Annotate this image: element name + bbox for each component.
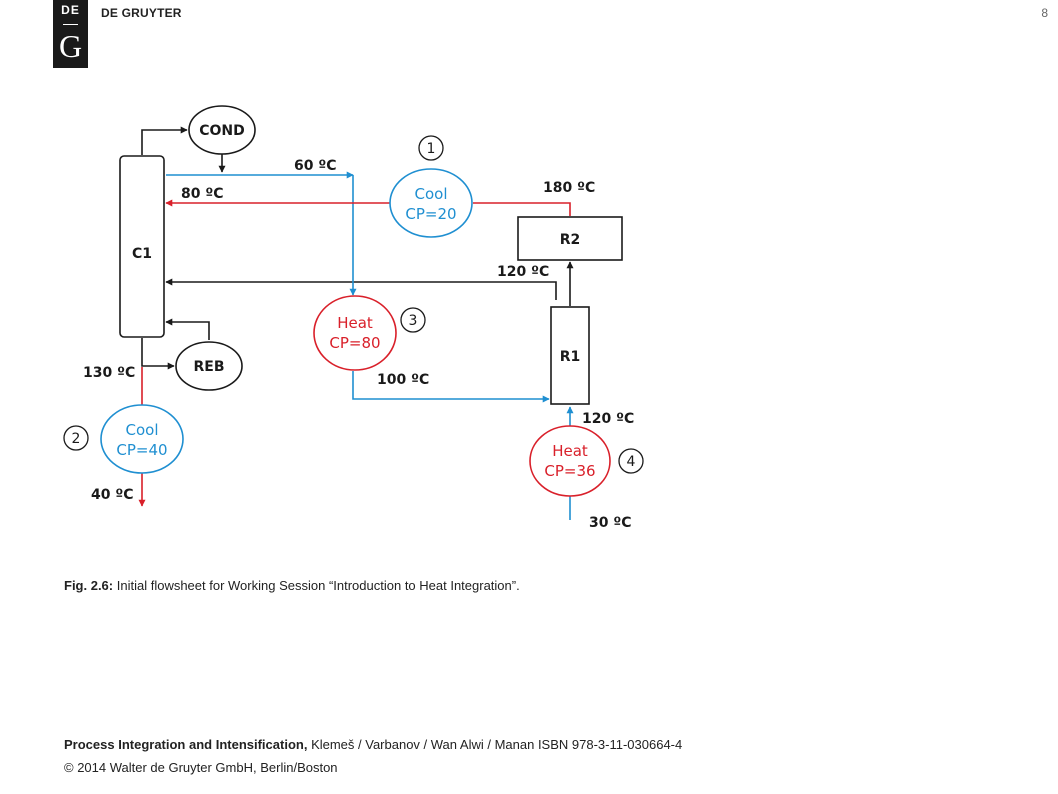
badge-2-text: 2 (72, 431, 81, 447)
reactor-r2-label: R2 (560, 232, 581, 248)
badge-1-text: 1 (427, 141, 436, 157)
cooler-1 (389, 168, 473, 238)
column-c1 (119, 155, 165, 338)
logo-rule (63, 24, 78, 25)
r2-to-cool1-180c (473, 202, 571, 216)
temp-180c: 180 ºC (543, 180, 595, 196)
heater-4 (529, 425, 611, 497)
column-c1-label: C1 (132, 246, 152, 262)
condenser-label: COND (199, 123, 245, 139)
cooler-1-line2: CP=20 (405, 205, 456, 223)
heater-4-line1: Heat (552, 442, 588, 460)
badge-4-text: 4 (627, 454, 636, 470)
cooler-2-line2: CP=40 (116, 441, 167, 459)
badge-2 (63, 425, 89, 451)
cooler-2 (100, 404, 184, 474)
logo-bottom-text: G (58, 28, 83, 64)
logo-top-text: DE (61, 3, 80, 17)
page-number: 8 (1041, 6, 1048, 20)
badge-4 (618, 448, 644, 474)
temp-130c: 130 ºC (83, 365, 135, 381)
reboiler-label: REB (193, 359, 224, 375)
temp-120c-top: 120 ºC (497, 264, 549, 280)
footer-citation: Process Integration and Intensification,… (64, 737, 682, 752)
flowsheet-diagram: C1 COND REB R2 R1 Cool CP=20 Cool CP=40 … (63, 105, 644, 531)
cooler-1-line1: Cool (415, 185, 448, 203)
footer-book-title: Process Integration and Intensification, (64, 737, 308, 752)
c1-to-cond-line (141, 126, 188, 155)
reboiler-reb (175, 341, 243, 391)
temp-120c-bottom: 120 ºC (582, 411, 634, 427)
reactor-r1 (550, 306, 590, 405)
reb-to-c1-line (165, 318, 210, 340)
figure-caption-text: Initial flowsheet for Working Session “I… (116, 578, 520, 593)
temp-60c: 60 ºC (294, 158, 337, 174)
temp-40c: 40 ºC (91, 487, 134, 503)
reactor-r1-label: R1 (560, 349, 581, 365)
publisher-logo: DE G (53, 0, 88, 68)
badge-3-text: 3 (409, 313, 418, 329)
heater-3 (313, 295, 397, 371)
temp-30c: 30 ºC (589, 515, 632, 531)
heater-3-line2: CP=80 (329, 334, 380, 352)
heat3-to-r1-100c (352, 371, 550, 403)
figure-caption: Fig. 2.6: Initial flowsheet for Working … (64, 578, 520, 593)
condenser-cond (188, 105, 256, 155)
publisher-name: DE GRUYTER (101, 6, 182, 20)
footer-copyright: © 2014 Walter de Gruyter GmbH, Berlin/Bo… (64, 760, 338, 775)
temp-100c: 100 ºC (377, 372, 429, 388)
temp-80c: 80 ºC (181, 186, 224, 202)
cooler-2-line1: Cool (126, 421, 159, 439)
badge-1 (418, 135, 444, 161)
badge-3 (400, 307, 426, 333)
figure-label: Fig. 2.6: (64, 578, 114, 593)
reactor-r2 (517, 216, 623, 261)
r1-r2-to-c1-line (165, 278, 557, 300)
heater-4-line2: CP=36 (544, 462, 595, 480)
footer-book-details: Klemeš / Varbanov / Wan Alwi / Manan ISB… (311, 737, 683, 752)
heater-3-line1: Heat (337, 314, 373, 332)
c1-to-reb-line (141, 338, 175, 370)
